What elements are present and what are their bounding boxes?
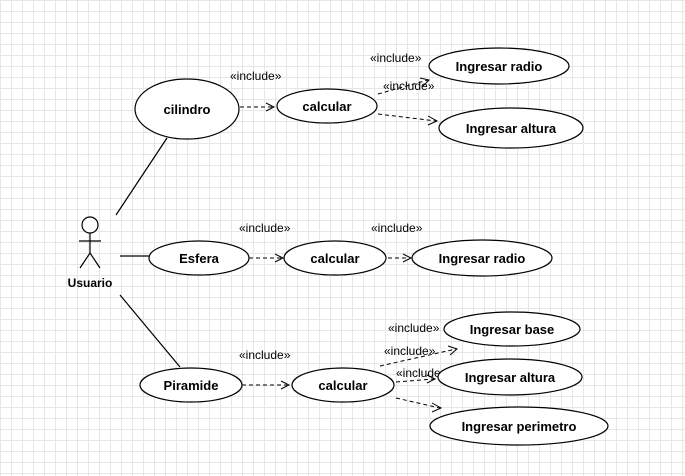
use-case-label: Ingresar base — [470, 322, 555, 337]
use-case-label: calcular — [318, 378, 367, 393]
stereotype-label: «include» — [371, 221, 423, 235]
stick-figure-icon — [79, 216, 101, 269]
use-case-calcular-cilindro[interactable]: calcular — [276, 88, 378, 124]
use-case-label: calcular — [310, 251, 359, 266]
stereotype-label: «include» — [370, 51, 422, 65]
stereotype-label: «include» — [388, 321, 440, 335]
use-case-label: Ingresar altura — [466, 121, 557, 136]
include-esfera-calcular — [249, 253, 285, 263]
use-case-piramide[interactable]: Piramide — [139, 367, 243, 403]
use-case-ingresar-radio-esfera[interactable]: Ingresar radio — [411, 239, 553, 277]
use-case-label: cilindro — [164, 102, 211, 117]
use-case-calcular-esfera[interactable]: calcular — [283, 240, 387, 276]
stereotype-label: «include» — [230, 69, 282, 83]
actor-label: Usuario — [68, 276, 113, 290]
stereotype-label: «include» — [239, 221, 291, 235]
stereotype-label: «include» — [396, 366, 448, 380]
stereotype-label: «include» — [383, 79, 435, 93]
use-case-label: Ingresar radio — [456, 59, 543, 74]
use-case-label: Esfera — [179, 251, 220, 266]
include-calcular-ingresar-altura — [377, 113, 439, 126]
use-case-ingresar-base[interactable]: Ingresar base — [443, 311, 581, 347]
use-case-calcular-piramide[interactable]: calcular — [291, 367, 395, 403]
use-case-cilindro[interactable]: cilindro — [134, 78, 240, 140]
use-case-label: calcular — [302, 99, 351, 114]
association-cilindro — [115, 137, 168, 216]
association-piramide — [119, 294, 181, 368]
include-calcular-ingresar-perimetro — [395, 397, 443, 413]
use-case-label: Ingresar radio — [439, 251, 526, 266]
include-calcular-ingresar-radio-2 — [388, 253, 413, 263]
use-case-ingresar-altura-piramide[interactable]: Ingresar altura — [437, 358, 583, 396]
include-calcular-ingresar-radio — [377, 77, 430, 95]
include-calcular-ingresar-altura-2 — [395, 374, 437, 384]
use-case-esfera[interactable]: Esfera — [148, 240, 250, 276]
use-case-ingresar-altura-cilindro[interactable]: Ingresar altura — [438, 107, 584, 149]
include-calcular-ingresar-base — [379, 345, 458, 367]
actor-usuario[interactable]: Usuario — [68, 216, 113, 290]
use-case-label: Ingresar perimetro — [462, 419, 577, 434]
use-case-label: Piramide — [164, 378, 219, 393]
stereotype-label: «include» — [239, 348, 291, 362]
use-case-ingresar-perimetro[interactable]: Ingresar perimetro — [429, 406, 609, 446]
include-piramide-calcular — [242, 380, 291, 390]
use-case-label: Ingresar altura — [465, 370, 556, 385]
stereotype-label: «include» — [384, 344, 436, 358]
include-cilindro-calcular — [240, 102, 276, 112]
use-case-ingresar-radio-cilindro[interactable]: Ingresar radio — [428, 47, 570, 85]
